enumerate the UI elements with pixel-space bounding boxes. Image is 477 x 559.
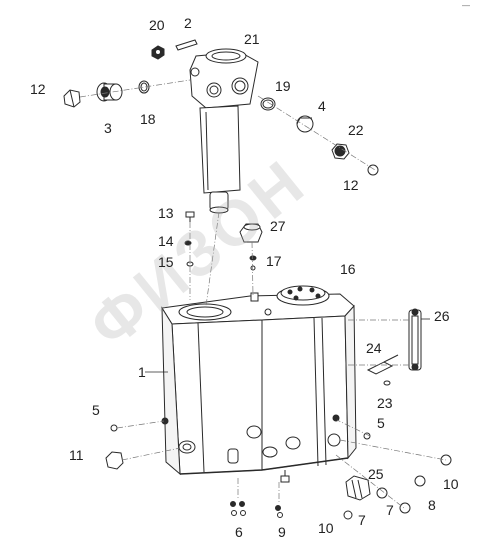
callout-7-lower: 7 [358, 512, 366, 528]
callout-22: 22 [348, 122, 364, 138]
callout-5-left: 5 [92, 402, 100, 418]
callout-5-right: 5 [377, 415, 385, 431]
callout-4: 4 [318, 98, 326, 114]
callout-20: 20 [149, 17, 165, 33]
callout-12-right: 12 [343, 177, 359, 193]
callout-1: 1 [138, 364, 146, 380]
callout-3: 3 [104, 120, 112, 136]
callout-10-right: 10 [443, 476, 459, 492]
corner-mark: — [462, 1, 470, 10]
callout-16: 16 [340, 261, 356, 277]
callout-23: 23 [377, 395, 393, 411]
callout-14: 14 [158, 233, 174, 249]
hydraulic-tank [145, 285, 357, 483]
callout-8: 8 [428, 497, 436, 513]
callout-26: 26 [434, 308, 450, 324]
callout-17: 17 [266, 253, 282, 269]
callout-6: 6 [235, 524, 243, 540]
callout-10-left: 10 [318, 520, 334, 536]
callout-24: 24 [366, 340, 382, 356]
callout-12-left: 12 [30, 81, 46, 97]
callout-7-upper: 7 [386, 502, 394, 518]
callout-18: 18 [140, 111, 156, 127]
callout-13: 13 [158, 205, 174, 221]
callout-15: 15 [158, 254, 174, 270]
callout-11: 11 [69, 447, 84, 463]
callout-19: 19 [275, 78, 291, 94]
assembly-centerlines [79, 79, 447, 509]
callout-2: 2 [184, 15, 192, 31]
callout-25: 25 [368, 466, 384, 482]
callout-9: 9 [278, 524, 286, 540]
callout-21: 21 [244, 31, 260, 47]
callout-27: 27 [270, 218, 286, 234]
filter-assembly [189, 48, 259, 214]
